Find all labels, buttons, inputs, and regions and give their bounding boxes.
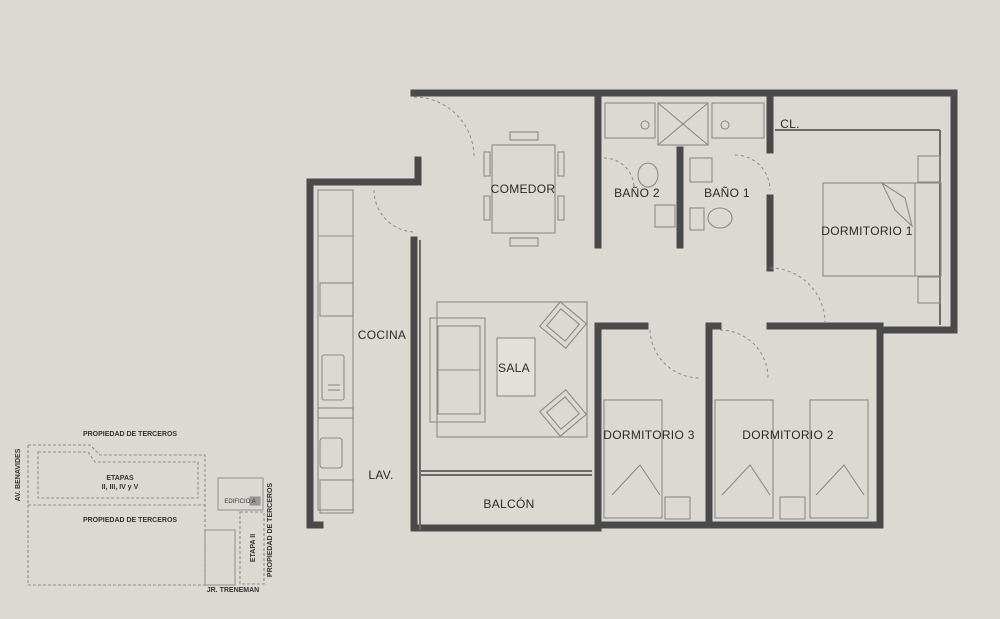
door-entry xyxy=(413,96,475,158)
wall-kitchen-top xyxy=(306,156,422,186)
bed-single xyxy=(603,399,663,519)
door-bano1 xyxy=(734,154,771,191)
laundry-sink xyxy=(319,437,343,469)
bedroom3-furniture xyxy=(603,399,691,520)
label-dormitorio3: DORMITORIO 3 xyxy=(603,428,694,442)
stove xyxy=(319,282,354,317)
nightstand xyxy=(917,155,941,183)
site-label-neighbor-top: PROPIEDAD DE TERCEROS xyxy=(83,431,177,438)
dining-chair xyxy=(557,195,565,221)
living-rug xyxy=(436,301,588,438)
bathroom-fixtures xyxy=(604,102,765,231)
site-label-etapas: ETAPAS xyxy=(106,475,134,482)
site-label-avenue-left: AV. BENAVIDES xyxy=(15,448,22,501)
dining-furniture xyxy=(483,131,565,247)
dining-chair xyxy=(483,151,491,177)
toilet-2 xyxy=(637,162,659,188)
nightstand xyxy=(779,496,806,520)
site-label-neighbor-middle: PROPIEDAD DE TERCEROS xyxy=(83,517,177,524)
bed-single xyxy=(809,399,869,519)
label-bano2: BAÑO 2 xyxy=(614,186,660,200)
label-lav: LAV. xyxy=(368,468,393,482)
door-bedroom3 xyxy=(649,329,701,379)
label-closet: CL. xyxy=(780,117,800,131)
door-kitchen xyxy=(373,189,415,233)
site-label-etapas-list: II, III, IV y V xyxy=(102,484,139,491)
kitchen-sink xyxy=(321,354,345,401)
room-labels: COMEDOR BAÑO 2 BAÑO 1 CL. DORMITORIO 1 C… xyxy=(358,117,913,511)
wall-left-outer xyxy=(306,178,324,529)
shower xyxy=(657,102,709,146)
label-bano1: BAÑO 1 xyxy=(704,186,750,200)
armchair xyxy=(538,389,588,437)
door-swings xyxy=(373,96,826,379)
door-bano2 xyxy=(603,157,635,189)
bed-fold xyxy=(880,181,913,228)
dining-table xyxy=(491,144,556,234)
bedroom2-furniture xyxy=(714,399,869,520)
label-balcon: BALCÓN xyxy=(483,496,534,511)
dining-chair xyxy=(557,151,565,177)
sink-2 xyxy=(654,204,676,228)
living-furniture xyxy=(429,301,588,438)
site-label-street-bottom: JR. TRENEMAN xyxy=(207,587,260,594)
vanity-1 xyxy=(711,102,765,139)
nightstand xyxy=(664,496,691,520)
bedroom1-furniture xyxy=(822,155,942,304)
label-comedor: COMEDOR xyxy=(491,182,556,196)
sofa xyxy=(429,317,486,423)
door-bedroom1 xyxy=(769,267,826,323)
kitchen-counter xyxy=(317,189,354,511)
site-etapa-ii xyxy=(239,511,265,585)
toilet-1 xyxy=(707,207,733,229)
nightstand xyxy=(917,276,941,304)
armchair xyxy=(538,301,588,349)
dining-chair xyxy=(483,195,491,221)
label-cocina: COCINA xyxy=(358,328,406,342)
vanity-2 xyxy=(604,102,656,139)
site-label-edificio: EDIFICIO A xyxy=(224,499,255,505)
site-etapas-block xyxy=(27,444,206,506)
label-dormitorio2: DORMITORIO 2 xyxy=(742,428,833,442)
door-bedroom2 xyxy=(719,329,769,379)
kitchen-shelf xyxy=(317,407,354,419)
wall-top-right xyxy=(410,89,958,334)
walls xyxy=(306,89,958,532)
dining-chair xyxy=(509,237,539,247)
sink-1 xyxy=(689,157,713,183)
site-edificio-a xyxy=(217,477,264,511)
site-map: PROPIEDAD DE TERCEROS ETAPAS II, III, IV… xyxy=(15,431,274,594)
coffee-table xyxy=(496,337,536,397)
washer xyxy=(319,479,354,514)
kitchen-furniture xyxy=(317,189,354,514)
label-dormitorio1: DORMITORIO 1 xyxy=(821,224,912,238)
label-sala: SALA xyxy=(498,361,530,375)
site-label-etapa: ETAPA II xyxy=(250,534,257,562)
dining-chair xyxy=(509,131,539,141)
site-label-neighbor-right: PROPIEDAD DE TERCEROS xyxy=(267,483,274,577)
bed-single xyxy=(714,399,774,519)
